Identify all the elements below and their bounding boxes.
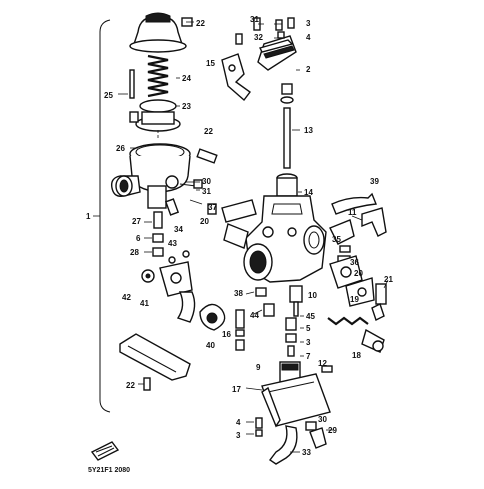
part-label-17: 17	[232, 385, 241, 394]
part-label-6: 6	[136, 234, 141, 243]
part-label-21: 21	[384, 275, 393, 284]
part-label-20-left: 20	[200, 217, 209, 226]
throttle-needle	[276, 83, 298, 197]
part-label-39: 39	[370, 177, 379, 186]
part-label-45: 45	[306, 312, 315, 321]
piston-spring	[147, 54, 169, 98]
part-label-41: 41	[140, 299, 149, 308]
part-label-35: 35	[332, 235, 341, 244]
part-label-25: 25	[104, 91, 113, 100]
part-label-19: 19	[350, 295, 359, 304]
part-label-30: 30	[202, 177, 211, 186]
bottom-cover-plate	[119, 333, 191, 391]
part-label-12: 12	[318, 359, 327, 368]
choke-linkage	[141, 250, 226, 331]
part-label-31-top: 31	[250, 15, 259, 24]
part-label-18: 18	[352, 351, 361, 360]
part-label-11: 11	[348, 208, 357, 217]
part-label-26: 26	[116, 144, 125, 153]
part-label-40: 40	[206, 341, 215, 350]
diaphragm-cover	[129, 12, 187, 53]
part-label-20-right: 20	[354, 269, 363, 278]
part-label-23: 23	[182, 102, 191, 111]
top-cap	[235, 19, 297, 71]
part-label-43: 43	[168, 239, 177, 248]
throttle-linkage-right	[329, 219, 387, 321]
part-label-7: 7	[306, 352, 311, 361]
part-label-33: 33	[302, 448, 311, 457]
part-label-4-bottom: 4	[236, 418, 241, 427]
part-label-3-mid: 3	[306, 338, 311, 347]
footer-code: 5Y21F1 2080	[88, 467, 130, 474]
part-label-3-top: 3	[306, 19, 311, 28]
part-label-5: 5	[306, 324, 311, 333]
part-label-4-top: 4	[306, 33, 311, 42]
jet-parts-center	[235, 285, 303, 357]
assembly-bracket	[93, 19, 111, 413]
adjust-screw	[327, 316, 385, 353]
part-label-10: 10	[308, 291, 317, 300]
carburetor-main-body	[221, 195, 327, 283]
part-label-38: 38	[234, 289, 243, 298]
float-chamber	[261, 361, 333, 465]
part-label-37: 37	[208, 203, 217, 212]
part-label-22-mid: 22	[204, 127, 213, 136]
part-label-14: 14	[304, 188, 313, 197]
part-label-3-bottom: 3	[236, 431, 241, 440]
throttle-bracket	[221, 53, 251, 102]
part-number-labels: 22 24 25 23 22 26 30 31 37 1 27 34 20 6 …	[86, 15, 393, 474]
part-label-1: 1	[86, 212, 91, 221]
part-label-15: 15	[206, 59, 215, 68]
piston-diaphragm	[135, 99, 181, 140]
part-label-32: 32	[254, 33, 263, 42]
part-label-29: 29	[328, 426, 337, 435]
part-label-36: 36	[350, 258, 359, 267]
part-label-24: 24	[182, 74, 191, 83]
carb-vacuum-body	[110, 143, 197, 209]
leader-lines	[118, 21, 389, 453]
part-label-2: 2	[306, 65, 311, 74]
part-label-22-top: 22	[196, 19, 205, 28]
part-label-42: 42	[122, 293, 131, 302]
vent-hose	[331, 192, 387, 237]
part-label-30-bottom: 30	[318, 415, 327, 424]
part-label-31-left: 31	[202, 187, 211, 196]
part-label-34: 34	[174, 225, 183, 234]
part-label-28: 28	[130, 248, 139, 257]
jet-parts-left	[152, 198, 180, 257]
lower-screws	[255, 417, 327, 449]
part-label-13: 13	[304, 126, 313, 135]
catalog-mark-icon	[90, 441, 120, 461]
part-label-27: 27	[132, 217, 141, 226]
part-label-9: 9	[256, 363, 261, 372]
part-label-22-bottom: 22	[126, 381, 135, 390]
part-label-44: 44	[250, 311, 259, 320]
part-label-16: 16	[222, 330, 231, 339]
